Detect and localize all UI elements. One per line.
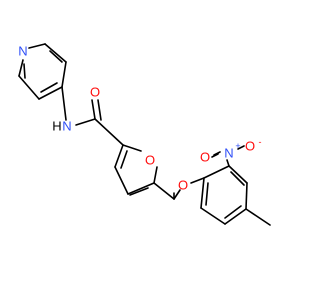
bond	[224, 208, 247, 225]
bond	[213, 151, 221, 156]
bond	[97, 99, 102, 121]
bond	[203, 165, 230, 179]
bond	[230, 171, 245, 186]
bond	[226, 159, 230, 167]
carbonyl-oxygen-label: O	[90, 85, 100, 100]
nitro-nitrogen-charge: +	[235, 141, 240, 151]
bond	[153, 166, 158, 184]
nitro-oxygen-label-2: O	[245, 139, 255, 154]
bond	[120, 150, 128, 169]
amide-nitrogen-label: N	[62, 119, 71, 134]
bond	[94, 118, 124, 146]
pyridine-nitrogen-label: N	[18, 44, 27, 59]
bond	[23, 63, 26, 79]
bond	[18, 59, 24, 77]
bond	[28, 43, 46, 49]
bond	[224, 205, 242, 219]
molecule-structure-diagram: N H N O O O N + O O -	[18, 43, 271, 226]
bond	[114, 144, 124, 168]
furan-oxygen-label: O	[145, 153, 155, 168]
bond	[190, 177, 205, 184]
bond	[205, 182, 209, 206]
amide-hydrogen-label: H	[52, 119, 61, 134]
bond	[245, 208, 271, 226]
bond	[237, 145, 245, 150]
nitro-nitrogen-label: N	[224, 146, 233, 161]
bond	[200, 177, 205, 209]
bond	[38, 86, 63, 100]
bond	[173, 189, 181, 200]
bond	[114, 166, 129, 195]
bond	[228, 165, 248, 184]
bond	[153, 182, 175, 200]
bond	[245, 182, 248, 210]
bond	[200, 207, 226, 225]
nitro-oxygen-label-1: O	[200, 150, 210, 165]
bond	[40, 82, 58, 93]
ether-oxygen-label: O	[178, 178, 188, 193]
bond	[49, 50, 63, 63]
bond	[91, 99, 96, 120]
bond	[211, 153, 219, 158]
atom-labels: N H N O O O N + O O -	[18, 44, 261, 193]
bond	[122, 144, 142, 152]
bond	[61, 61, 67, 88]
bond	[44, 43, 67, 63]
bond	[127, 182, 155, 195]
nitro-oxygen-charge: -	[259, 137, 262, 147]
bond	[61, 86, 67, 121]
bond	[18, 75, 40, 100]
bond	[129, 187, 149, 196]
bond	[75, 118, 96, 126]
bond-lines	[18, 43, 271, 226]
